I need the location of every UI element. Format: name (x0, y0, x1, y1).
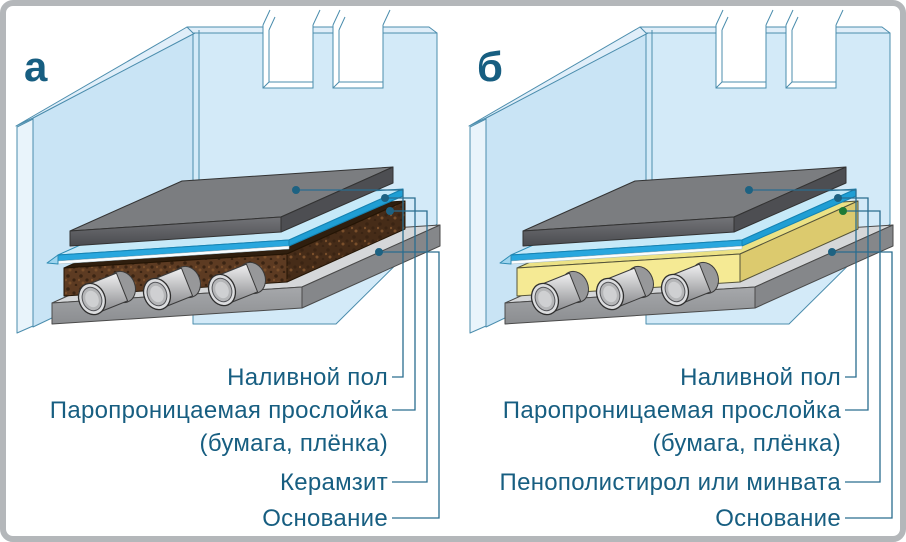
back-wall-top-edge (835, 26, 891, 34)
leader-dot (839, 207, 847, 215)
pipe (660, 261, 719, 307)
left-wall-end-face (16, 118, 34, 334)
layer-label: Наливной пол (227, 364, 388, 391)
layer-label: Пенополистирол или минвата (500, 469, 842, 496)
window-opening (786, 8, 843, 88)
leader-dot (834, 194, 842, 202)
layer-label: Паропроницаемая прослойка (50, 397, 389, 424)
pipe-bore (668, 281, 682, 299)
window-opening (716, 8, 773, 88)
layer-label: Паропроницаемая прослойка (503, 397, 842, 424)
pipe (77, 270, 136, 316)
layer-label: (бумага, плёнка) (653, 430, 841, 457)
back-wall-top-edge (639, 26, 717, 34)
leader-line (296, 189, 404, 378)
layer-label: Наливной пол (680, 364, 841, 391)
layer-film-fold (46, 254, 59, 265)
leader-dot (386, 207, 394, 215)
layer-film-fold (499, 254, 512, 265)
pipe (530, 270, 589, 316)
layer-slab-front (69, 216, 282, 247)
layer-label: Основание (262, 505, 388, 532)
layer-slab-front (522, 216, 735, 247)
pipe (207, 261, 266, 307)
layer-label: Керамзит (280, 469, 388, 496)
leader-line (832, 251, 893, 519)
back-wall-top-edge (765, 26, 787, 34)
leader-dot (381, 194, 389, 202)
pipe-bore (85, 290, 99, 308)
window-opening (333, 8, 390, 88)
leader-dot (292, 186, 300, 194)
window-frame-lines (785, 9, 844, 89)
layer-label: Основание (715, 505, 841, 532)
panel-letter: а (24, 43, 48, 90)
leader-line (379, 251, 440, 519)
back-wall-top-edge (312, 26, 334, 34)
leader-line (838, 197, 869, 411)
leader-line (843, 210, 881, 483)
pipe-bore (603, 285, 617, 303)
pipe-bore (215, 281, 229, 299)
window-frame-lines (262, 9, 321, 89)
window-frame-lines (715, 9, 774, 89)
leader-line (390, 210, 428, 483)
leader-dot (745, 186, 753, 194)
layer-label: (бумага, плёнка) (200, 430, 388, 457)
leader-line (749, 189, 857, 378)
leader-dot (828, 248, 836, 256)
pipe (142, 265, 201, 311)
back-wall-top-edge (382, 26, 438, 34)
leader-line (385, 197, 416, 411)
pipe-bore (538, 290, 552, 308)
back-wall-top-edge (186, 26, 264, 34)
pipe (595, 265, 654, 311)
window-frame-lines (332, 9, 391, 89)
panel-letter: б (477, 43, 503, 90)
pipe-bore (150, 285, 164, 303)
leader-dot (375, 248, 383, 256)
left-wall-end-face (469, 118, 487, 334)
window-opening (263, 8, 320, 88)
